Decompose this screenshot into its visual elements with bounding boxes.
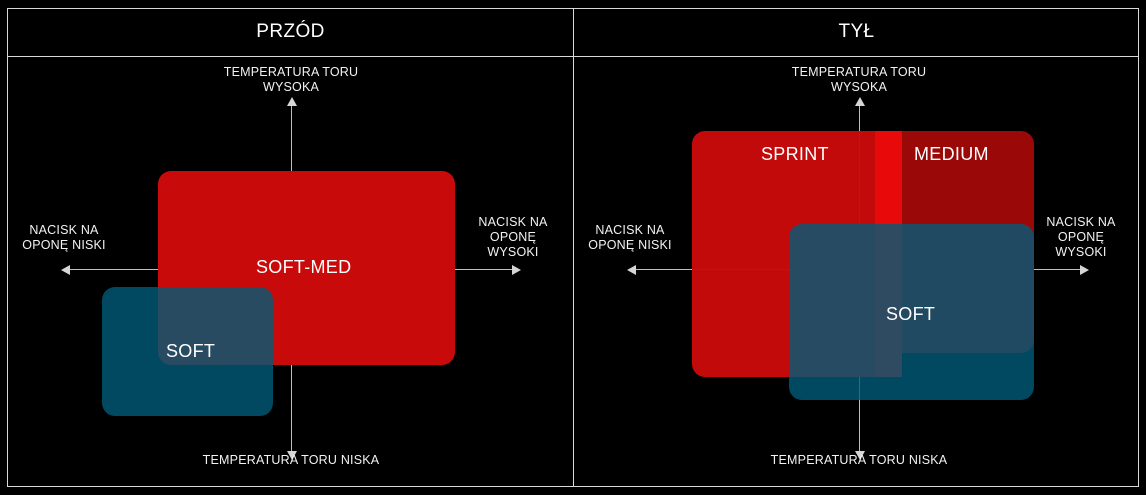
rear-axis-arrow-right: [1080, 265, 1089, 275]
rear-axis-label-top: TEMPERATURA TORU WYSOKA: [791, 65, 927, 94]
column-divider: [573, 8, 574, 487]
front-box-soft: [102, 287, 273, 416]
header-divider: [7, 56, 1139, 57]
front-axis-label-left: NACISK NA OPONĘ NISKI: [22, 223, 106, 252]
front-axis-arrow-up: [287, 97, 297, 106]
rear-box-sprint-label: SPRINT: [761, 144, 829, 164]
front-axis-label-bottom: TEMPERATURA TORU NISKA: [202, 453, 380, 467]
rear-panel: TEMPERATURA TORU WYSOKA TEMPERATURA TORU…: [574, 57, 1139, 486]
rear-axis-label-left: NACISK NA OPONĘ NISKI: [588, 223, 672, 252]
rear-axis-label-bottom: TEMPERATURA TORU NISKA: [770, 453, 948, 467]
front-axis-arrow-right: [512, 265, 521, 275]
front-panel: TEMPERATURA TORU WYSOKA TEMPERATURA TORU…: [8, 57, 573, 486]
rear-axis-arrow-up: [855, 97, 865, 106]
front-axis-arrow-down: [287, 451, 297, 460]
rear-box-medium-label: MEDIUM: [914, 144, 989, 164]
header-rear-title: TYŁ: [838, 21, 875, 42]
rear-box-soft: [789, 224, 1034, 400]
rear-box-soft-label: SOFT: [886, 304, 936, 324]
rear-axis-label-right: NACISK NA OPONĘ WYSOKI: [1046, 215, 1116, 259]
front-axis-label-top: TEMPERATURA TORU WYSOKA: [223, 65, 359, 94]
front-axis-label-right: NACISK NA OPONĘ WYSOKI: [478, 215, 548, 259]
front-axis-arrow-left: [61, 265, 70, 275]
header-front-title: PRZÓD: [256, 21, 325, 42]
front-box-soft-med-label: SOFT-MED: [256, 257, 352, 277]
rear-axis-arrow-left: [627, 265, 636, 275]
front-box-soft-label: SOFT: [166, 341, 216, 361]
rear-axis-arrow-down: [855, 451, 865, 460]
